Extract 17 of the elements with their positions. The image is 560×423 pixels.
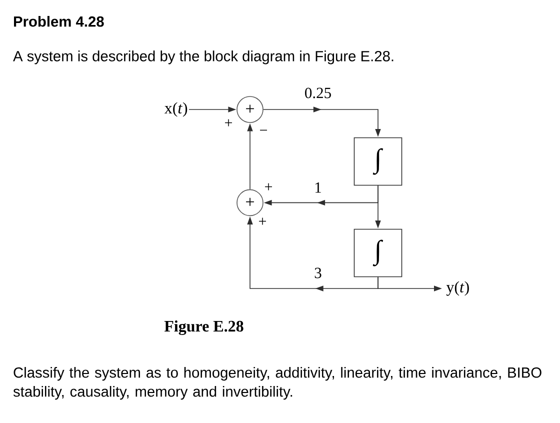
signal-label: x(t) bbox=[164, 102, 188, 117]
sign-label: − bbox=[260, 130, 267, 131]
heading: Problem 4.28 bbox=[14, 16, 104, 27]
figure-caption: Figure E.28 bbox=[164, 320, 244, 336]
paragraph: A system is described by the block diagram in Figure E.28. bbox=[13, 50, 394, 64]
paragraph: Classify the system as to homogeneity, additivity, linearity, time invariance, BIBO stability, causality, memory and invertibility. bbox=[13, 366, 542, 400]
summing-junction: + bbox=[236, 189, 264, 216]
gain-label: 1 bbox=[313, 181, 323, 194]
sign-label: + bbox=[265, 183, 272, 190]
integrator-box: ∫ bbox=[354, 137, 402, 186]
sign-label: + bbox=[259, 218, 266, 225]
signal-label: y(t) bbox=[446, 281, 469, 296]
sign-label: + bbox=[225, 119, 232, 126]
summing-junction: + bbox=[236, 96, 264, 123]
gain-label: 0.25 bbox=[303, 86, 333, 100]
integrator-box: ∫ bbox=[354, 228, 402, 278]
gain-label: 3 bbox=[313, 266, 323, 280]
